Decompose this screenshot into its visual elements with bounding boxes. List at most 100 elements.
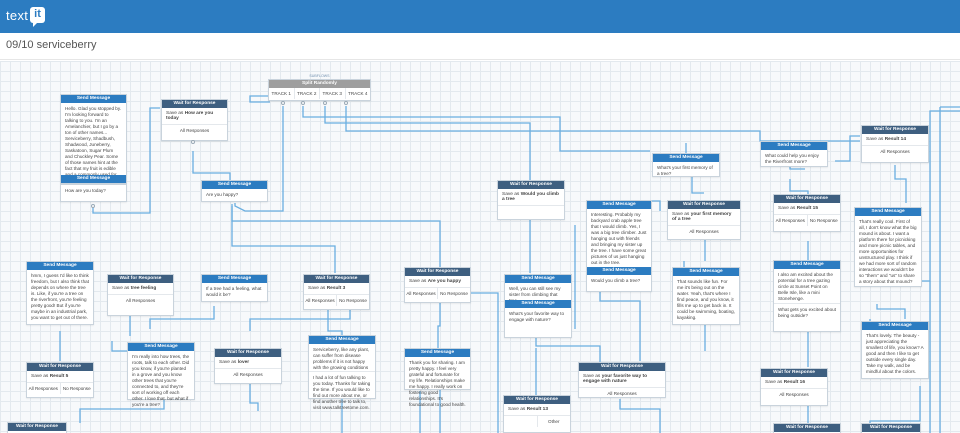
- send-message-node[interactable]: Send Message Hello. Glad you stopped by.…: [60, 94, 127, 184]
- category-all-responses: All Responses: [880, 149, 910, 154]
- wait-response-node[interactable]: Wait for Response Save as Are you happy …: [404, 267, 471, 303]
- send-message-node[interactable]: Send Message Serviceberry, like any plan…: [308, 335, 376, 410]
- save-as-label: Save as lover: [219, 360, 250, 365]
- node-header: Send Message: [128, 343, 194, 351]
- message-text: I also am excited about the potential fo…: [778, 272, 833, 301]
- track-2: TRACK 2: [295, 88, 320, 99]
- node-header: Wait for Response: [304, 275, 369, 283]
- save-as-label: Save as Would you climb a tree: [502, 192, 559, 202]
- send-message-node[interactable]: Send Message That's really cool. First o…: [854, 207, 922, 287]
- connector: [231, 206, 336, 273]
- wait-response-node[interactable]: Wait for Response Save as Would you clim…: [497, 180, 565, 220]
- send-message-node[interactable]: Send Message That sounds like fun. For m…: [672, 267, 740, 325]
- send-message-node[interactable]: Send Message What's your first memory of…: [652, 153, 720, 177]
- save-as-label: Save as Result 13: [508, 407, 549, 412]
- node-header: Wait for Response: [215, 349, 281, 357]
- node-header: Send Message: [505, 300, 571, 308]
- category-all-responses: All Responses: [607, 391, 637, 396]
- node-header: Wait for Response: [162, 100, 227, 108]
- connector: [92, 107, 160, 214]
- connector: [469, 287, 499, 433]
- save-as-label: Save as your favorite way to engage with…: [583, 374, 648, 384]
- wait-response-node[interactable]: Wait for Response Save as your first mem…: [667, 200, 741, 240]
- wait-response-node[interactable]: Wait for Response Save as lover All Resp…: [214, 348, 282, 384]
- node-header: Send Message: [587, 267, 651, 275]
- exit-handle[interactable]: [191, 140, 195, 144]
- save-as-label: Save as Result 3: [308, 286, 346, 291]
- wait-response-node[interactable]: Wait for Response Save as How are you to…: [161, 99, 228, 141]
- message-text: Thank you for sharing. I am pretty happy…: [409, 360, 466, 407]
- send-message-node[interactable]: How are you today?: [60, 184, 127, 202]
- send-message-node[interactable]: Send Message Are you happy?: [201, 180, 268, 202]
- send-message-node[interactable]: Send Message I'm really into how trees, …: [127, 342, 195, 407]
- wait-response-node[interactable]: Wait for Response Save as Result 15 All …: [773, 194, 841, 232]
- track-4: TRACK 4: [348, 91, 368, 96]
- wait-response-node[interactable]: Wait for Response Save as tree feeling A…: [107, 274, 174, 316]
- save-as-label: Save as your first memory of a tree: [672, 212, 732, 222]
- connector: [302, 106, 650, 152]
- message-text: Well, you can still see my sister from c…: [509, 286, 561, 300]
- message-text: If a tree had a feeling, what would it b…: [206, 286, 262, 297]
- connector: [149, 306, 215, 329]
- send-message-node[interactable]: Send Message hmm, I guess I'd like to th…: [26, 261, 94, 325]
- wait-response-node[interactable]: Wait for Response Save as Result 3 All R…: [303, 274, 370, 310]
- message-text: I had a lot of fun talking to you today.…: [309, 371, 375, 414]
- node-header: Wait for Response: [504, 396, 570, 404]
- wait-response-node[interactable]: Wait for Response Save as Result 13 Othe…: [503, 395, 571, 433]
- send-message-node[interactable]: Send Message Well, you can still see my …: [504, 274, 572, 338]
- wait-response-node[interactable]: Wait for Response Save as Result 16 All …: [760, 368, 828, 406]
- wait-response-node[interactable]: Wait for Response Save as Result 5 All R…: [26, 362, 94, 398]
- node-header: Send Message: [405, 349, 470, 357]
- wait-response-node[interactable]: Wait for Response: [773, 423, 841, 433]
- category-all-responses: All Responses: [125, 298, 156, 303]
- category-all-responses: All Responses: [405, 288, 438, 299]
- message-text: How are you today?: [65, 188, 106, 193]
- node-header: Wait for Response: [668, 201, 740, 209]
- node-header: Wait for Response: [774, 195, 840, 203]
- node-header: Send Message: [61, 175, 126, 183]
- exit-handle[interactable]: [323, 101, 327, 105]
- message-text: What's your first memory of a tree?: [657, 165, 713, 176]
- node-header: Send Message: [855, 208, 921, 216]
- exit-handle[interactable]: [281, 101, 285, 105]
- message-text: Serviceberry, like any plant, can suffer…: [313, 347, 370, 370]
- send-message-node[interactable]: Send Message Interesting. Probably my ba…: [586, 200, 652, 292]
- connector: [231, 204, 441, 267]
- node-header: Send Message: [761, 142, 827, 150]
- connector: [535, 337, 601, 363]
- node-header: Wait for Response: [761, 369, 827, 377]
- save-as-label: Save as Result 14: [866, 137, 907, 142]
- message-text: What could help you enjoy the Riverfront…: [765, 153, 819, 164]
- node-header: Wait for Response: [8, 423, 66, 431]
- category-other: Other: [548, 419, 560, 424]
- node-header: Wait for Response: [27, 363, 93, 371]
- wait-response-node[interactable]: Wait for Response Save as Result 14 All …: [861, 125, 929, 163]
- split-randomly-node[interactable]: SUBFLOWS Split Randomly TRACK 1 TRACK 2 …: [268, 74, 371, 101]
- wait-response-node[interactable]: Wait for Response Save as your favorite …: [578, 362, 666, 398]
- wait-response-node[interactable]: Wait for Response: [7, 422, 67, 433]
- message-text: That sounds like fun. For me it's being …: [677, 279, 735, 320]
- send-message-node[interactable]: Send Message That's lovely. The beauty -…: [861, 321, 929, 379]
- send-message-node[interactable]: Send Message Thank you for sharing. I am…: [404, 348, 471, 407]
- send-message-node[interactable]: Send Message I also am excited about the…: [773, 260, 841, 332]
- wait-response-node[interactable]: Wait for Response: [861, 423, 921, 433]
- connector: [324, 106, 531, 181]
- exit-handle[interactable]: [91, 204, 95, 208]
- node-header: Send Message: [202, 181, 267, 189]
- save-as-label: Save as Are you happy: [409, 279, 462, 284]
- subflow-caption: SUBFLOWS: [309, 74, 330, 78]
- save-as-label: Save as Result 16: [765, 380, 806, 385]
- category-all-responses: All Responses: [304, 295, 337, 306]
- category-all-responses: All Responses: [27, 383, 61, 394]
- textit-logo[interactable]: text it: [6, 5, 45, 27]
- top-bar: text it: [0, 0, 960, 33]
- node-header: Send Message: [587, 201, 651, 209]
- send-message-node[interactable]: Send Message If a tree had a feeling, wh…: [201, 274, 268, 302]
- exit-handle[interactable]: [344, 101, 348, 105]
- send-message-node[interactable]: Send Message What could help you enjoy t…: [760, 141, 828, 167]
- connector: [249, 306, 351, 331]
- flow-canvas[interactable]: Send Message Hello. Glad you stopped by.…: [0, 61, 960, 433]
- category-all-responses: All Responses: [779, 392, 809, 397]
- exit-handle[interactable]: [301, 101, 305, 105]
- node-header: Send Message: [505, 275, 571, 283]
